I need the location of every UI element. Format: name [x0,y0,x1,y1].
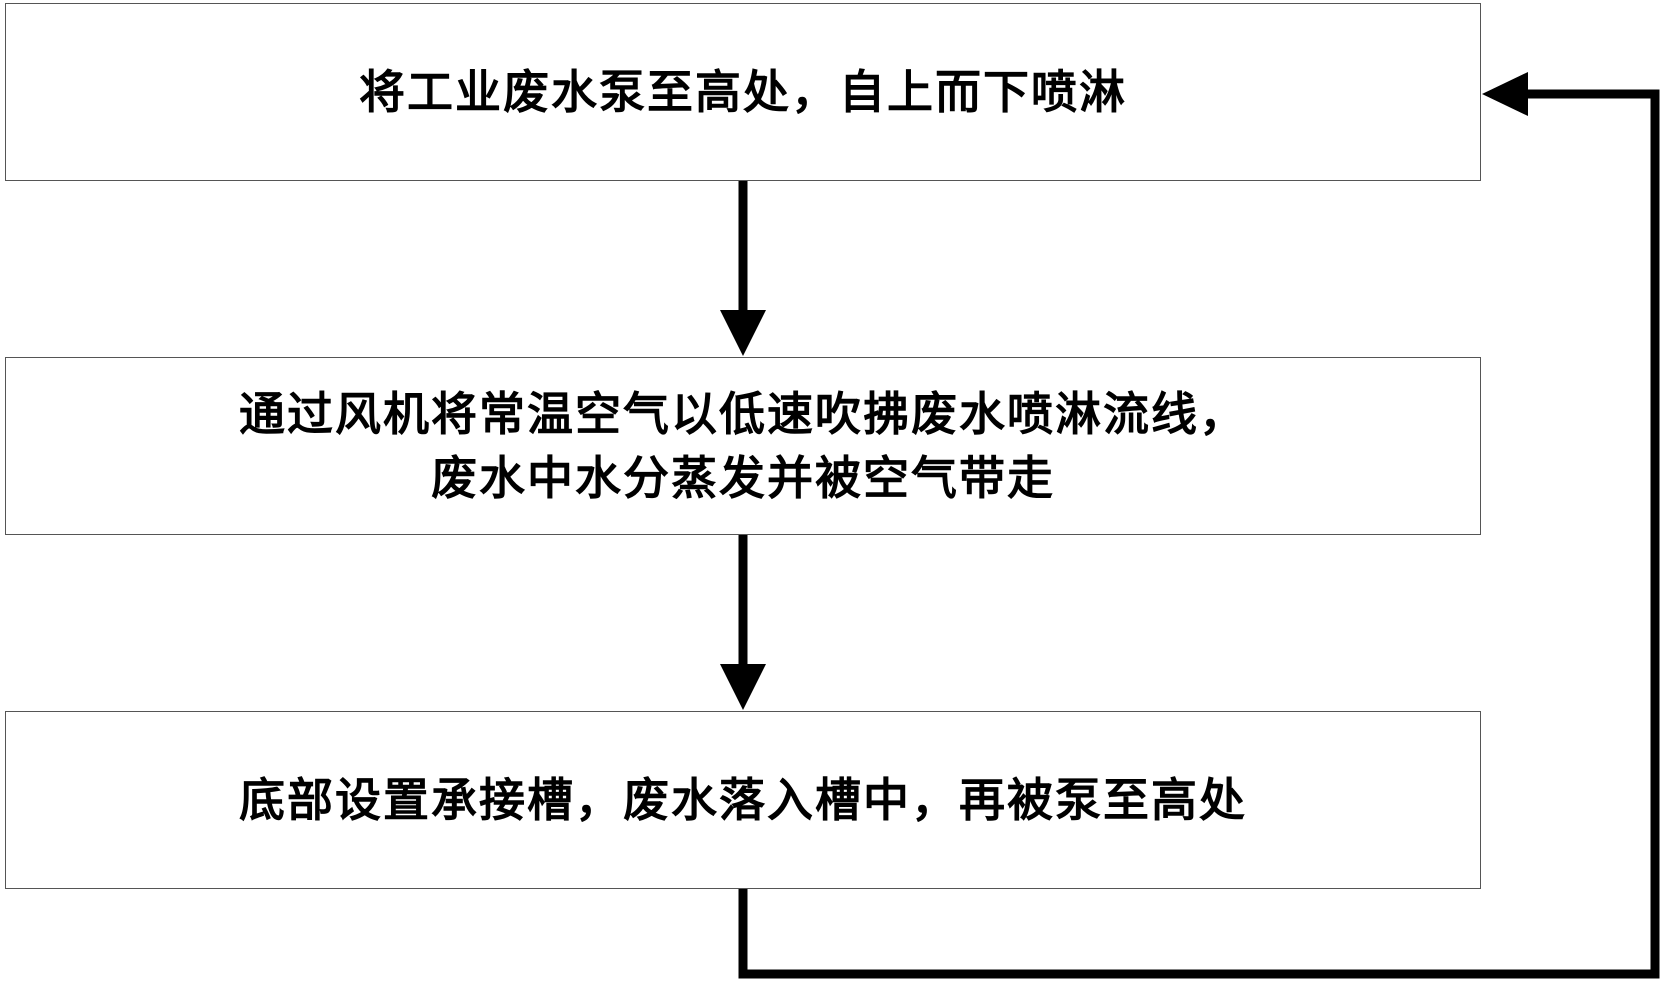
step-2-text-line-1: 通过风机将常温空气以低速吹拂废水喷淋流线， [239,387,1247,441]
step-2-box: 通过风机将常温空气以低速吹拂废水喷淋流线， 废水中水分蒸发并被空气带走 [5,357,1481,535]
arrow-step2-to-step3 [720,535,766,710]
step-3-text: 底部设置承接槽，废水落入槽中，再被泵至高处 [239,773,1247,827]
step-2-text-line-2: 废水中水分蒸发并被空气带走 [431,451,1055,505]
step-2-text: 通过风机将常温空气以低速吹拂废水喷淋流线， 废水中水分蒸发并被空气带走 [239,382,1247,510]
step-1-text: 将工业废水泵至高处，自上而下喷淋 [359,65,1127,119]
arrow-step1-to-step2 [720,181,766,356]
feedback-loop-arrow [738,72,1660,979]
step-3-box: 底部设置承接槽，废水落入槽中，再被泵至高处 [5,711,1481,889]
step-1-box: 将工业废水泵至高处，自上而下喷淋 [5,3,1481,181]
